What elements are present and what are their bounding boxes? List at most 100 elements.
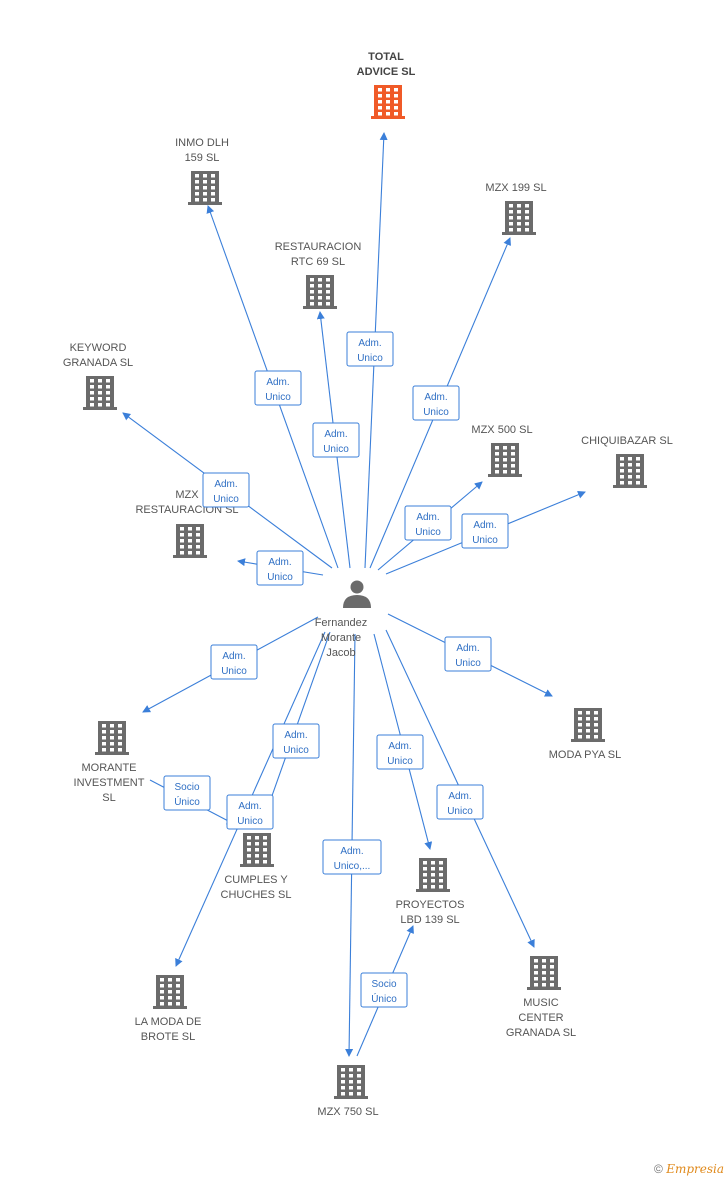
node-cumples-chuches[interactable] bbox=[240, 833, 274, 867]
edge-label-line: Único bbox=[174, 795, 200, 808]
label-line: MUSIC bbox=[523, 997, 559, 1009]
music-center-label: MUSIC CENTER GRANADA SL bbox=[506, 997, 576, 1039]
label-line: 159 SL bbox=[185, 152, 220, 164]
brand-logo[interactable]: Empresia bbox=[666, 1162, 724, 1176]
building-icon bbox=[416, 858, 450, 892]
label-line: BROTE SL bbox=[141, 1031, 195, 1043]
building-icon bbox=[502, 201, 536, 235]
node-keyword-granada[interactable] bbox=[83, 376, 117, 410]
label-line: INMO DLH bbox=[175, 137, 229, 149]
node-mzx-500[interactable] bbox=[488, 443, 522, 477]
label-line: CENTER bbox=[518, 1012, 563, 1024]
edge-label-line: Unico bbox=[455, 658, 481, 669]
label-line: RESTAURACION bbox=[275, 241, 362, 253]
person-icon bbox=[343, 580, 371, 608]
node-inmo-dlh[interactable] bbox=[188, 171, 222, 205]
label-line: Fernandez bbox=[315, 617, 368, 629]
building-icon bbox=[173, 524, 207, 558]
edge-label-person-to-music-center[interactable]: Adm.Unico bbox=[436, 784, 484, 820]
edge-label-line: Unico bbox=[423, 407, 449, 418]
edge-label-line: Unico bbox=[221, 666, 247, 677]
edge-label-person-to-keyword-granada[interactable]: Adm.Unico bbox=[202, 472, 250, 508]
edge-label-person-to-morante-investment[interactable]: Adm.Unico bbox=[210, 644, 258, 680]
edge-label-person-to-moda-pya[interactable]: Adm. Unico bbox=[444, 636, 492, 672]
mzx-750-label: MZX 750 SL bbox=[317, 1106, 378, 1118]
mzx-199-label: MZX 199 SL bbox=[485, 182, 546, 194]
edge-label-line: Adm. bbox=[358, 338, 381, 349]
edge-label-person-to-total-advice[interactable]: Adm.Unico bbox=[346, 331, 394, 367]
edge-label-person-to-inmo-dlh[interactable]: Adm. Unico bbox=[254, 370, 302, 406]
edge-label-line: Adm. bbox=[456, 643, 479, 654]
edge-label-person-to-mzx-restauracion[interactable]: Adm.Unico bbox=[256, 550, 304, 586]
label-line: MODA PYA SL bbox=[549, 749, 622, 761]
label-line: MZX bbox=[175, 489, 199, 501]
inmo-dlh-label: INMO DLH 159 SL bbox=[175, 137, 229, 164]
edge-label-line: Adm. bbox=[340, 846, 363, 857]
node-mzx-restauracion[interactable] bbox=[173, 524, 207, 558]
node-restauracion-rtc[interactable] bbox=[303, 275, 337, 309]
node-chiquibazar[interactable] bbox=[613, 454, 647, 488]
copyright-symbol: © bbox=[654, 1162, 663, 1176]
edges-layer bbox=[122, 132, 586, 1057]
node-mzx-750[interactable] bbox=[334, 1065, 368, 1099]
label-line: MZX 199 SL bbox=[485, 182, 546, 194]
edge-label-line: Socio bbox=[371, 979, 396, 990]
morante-investment-label: MORANTE INVESTMENT SL bbox=[74, 762, 145, 804]
label-line: ADVICE SL bbox=[357, 66, 416, 78]
edge-label-line: Adm. bbox=[238, 801, 261, 812]
edge-label-line: Unico bbox=[283, 745, 309, 756]
edge-label-line: Unico,... bbox=[334, 861, 371, 872]
edge-label-person-to-restauracion-rtc[interactable]: Adm.Unico bbox=[312, 422, 360, 458]
label-line: MZX 750 SL bbox=[317, 1106, 378, 1118]
building-icon bbox=[240, 833, 274, 867]
node-music-center[interactable] bbox=[527, 956, 561, 990]
building-icon bbox=[613, 454, 647, 488]
node-mzx-199[interactable] bbox=[502, 201, 536, 235]
edge-label-person-to-la-moda-brote[interactable]: Adm.Unico bbox=[226, 794, 274, 830]
edge-label-line: Adm. bbox=[473, 520, 496, 531]
edge-label-person-to-mzx-199[interactable]: Adm. Unico bbox=[412, 385, 460, 421]
edge-label-person-to-cumples-chuches[interactable]: Adm. Unico bbox=[272, 723, 320, 759]
edge-label-line: Unico bbox=[447, 806, 473, 817]
label-line: TOTAL bbox=[368, 51, 404, 63]
edge-label-line: Único bbox=[371, 992, 397, 1005]
building-icon bbox=[83, 376, 117, 410]
edge-label-person-to-chiquibazar[interactable]: Adm.Unico bbox=[461, 513, 509, 549]
edge-label-line: Unico bbox=[323, 444, 349, 455]
label-line: PROYECTOS bbox=[396, 899, 465, 911]
label-line: CHIQUIBAZAR SL bbox=[581, 435, 673, 447]
label-line: GRANADA SL bbox=[506, 1027, 576, 1039]
moda-pya-label: MODA PYA SL bbox=[549, 749, 622, 761]
edge-label-person-to-proyectos-lbd[interactable]: Adm. Unico bbox=[376, 734, 424, 770]
label-line: Jacob bbox=[326, 647, 355, 659]
node-total-advice[interactable] bbox=[371, 85, 405, 119]
node-person[interactable] bbox=[343, 580, 371, 609]
edge-label-line: Adm. bbox=[424, 392, 447, 403]
edge-label-line: Adm. bbox=[388, 741, 411, 752]
edge-label-line: Adm. bbox=[284, 730, 307, 741]
edge-label-person-to-mzx-750[interactable]: Adm. Unico,... bbox=[322, 839, 382, 875]
edge-label-line: Unico bbox=[387, 756, 413, 767]
label-line: INVESTMENT bbox=[74, 777, 145, 789]
node-la-moda-brote[interactable] bbox=[153, 975, 187, 1009]
building-icon bbox=[371, 85, 405, 119]
building-icon bbox=[303, 275, 337, 309]
label-line: MORANTE bbox=[82, 762, 137, 774]
edge-label-person-to-mzx-500[interactable]: Adm.Unico bbox=[404, 505, 452, 541]
label-line: SL bbox=[102, 792, 115, 804]
node-morante-investment[interactable] bbox=[95, 721, 129, 755]
node-proyectos-lbd[interactable] bbox=[416, 858, 450, 892]
edge-label-line: Adm. bbox=[266, 377, 289, 388]
edge-label-line: Unico bbox=[265, 392, 291, 403]
edge-label-line: Unico bbox=[267, 572, 293, 583]
node-moda-pya[interactable] bbox=[571, 708, 605, 742]
label-line: CHUCHES SL bbox=[221, 889, 292, 901]
